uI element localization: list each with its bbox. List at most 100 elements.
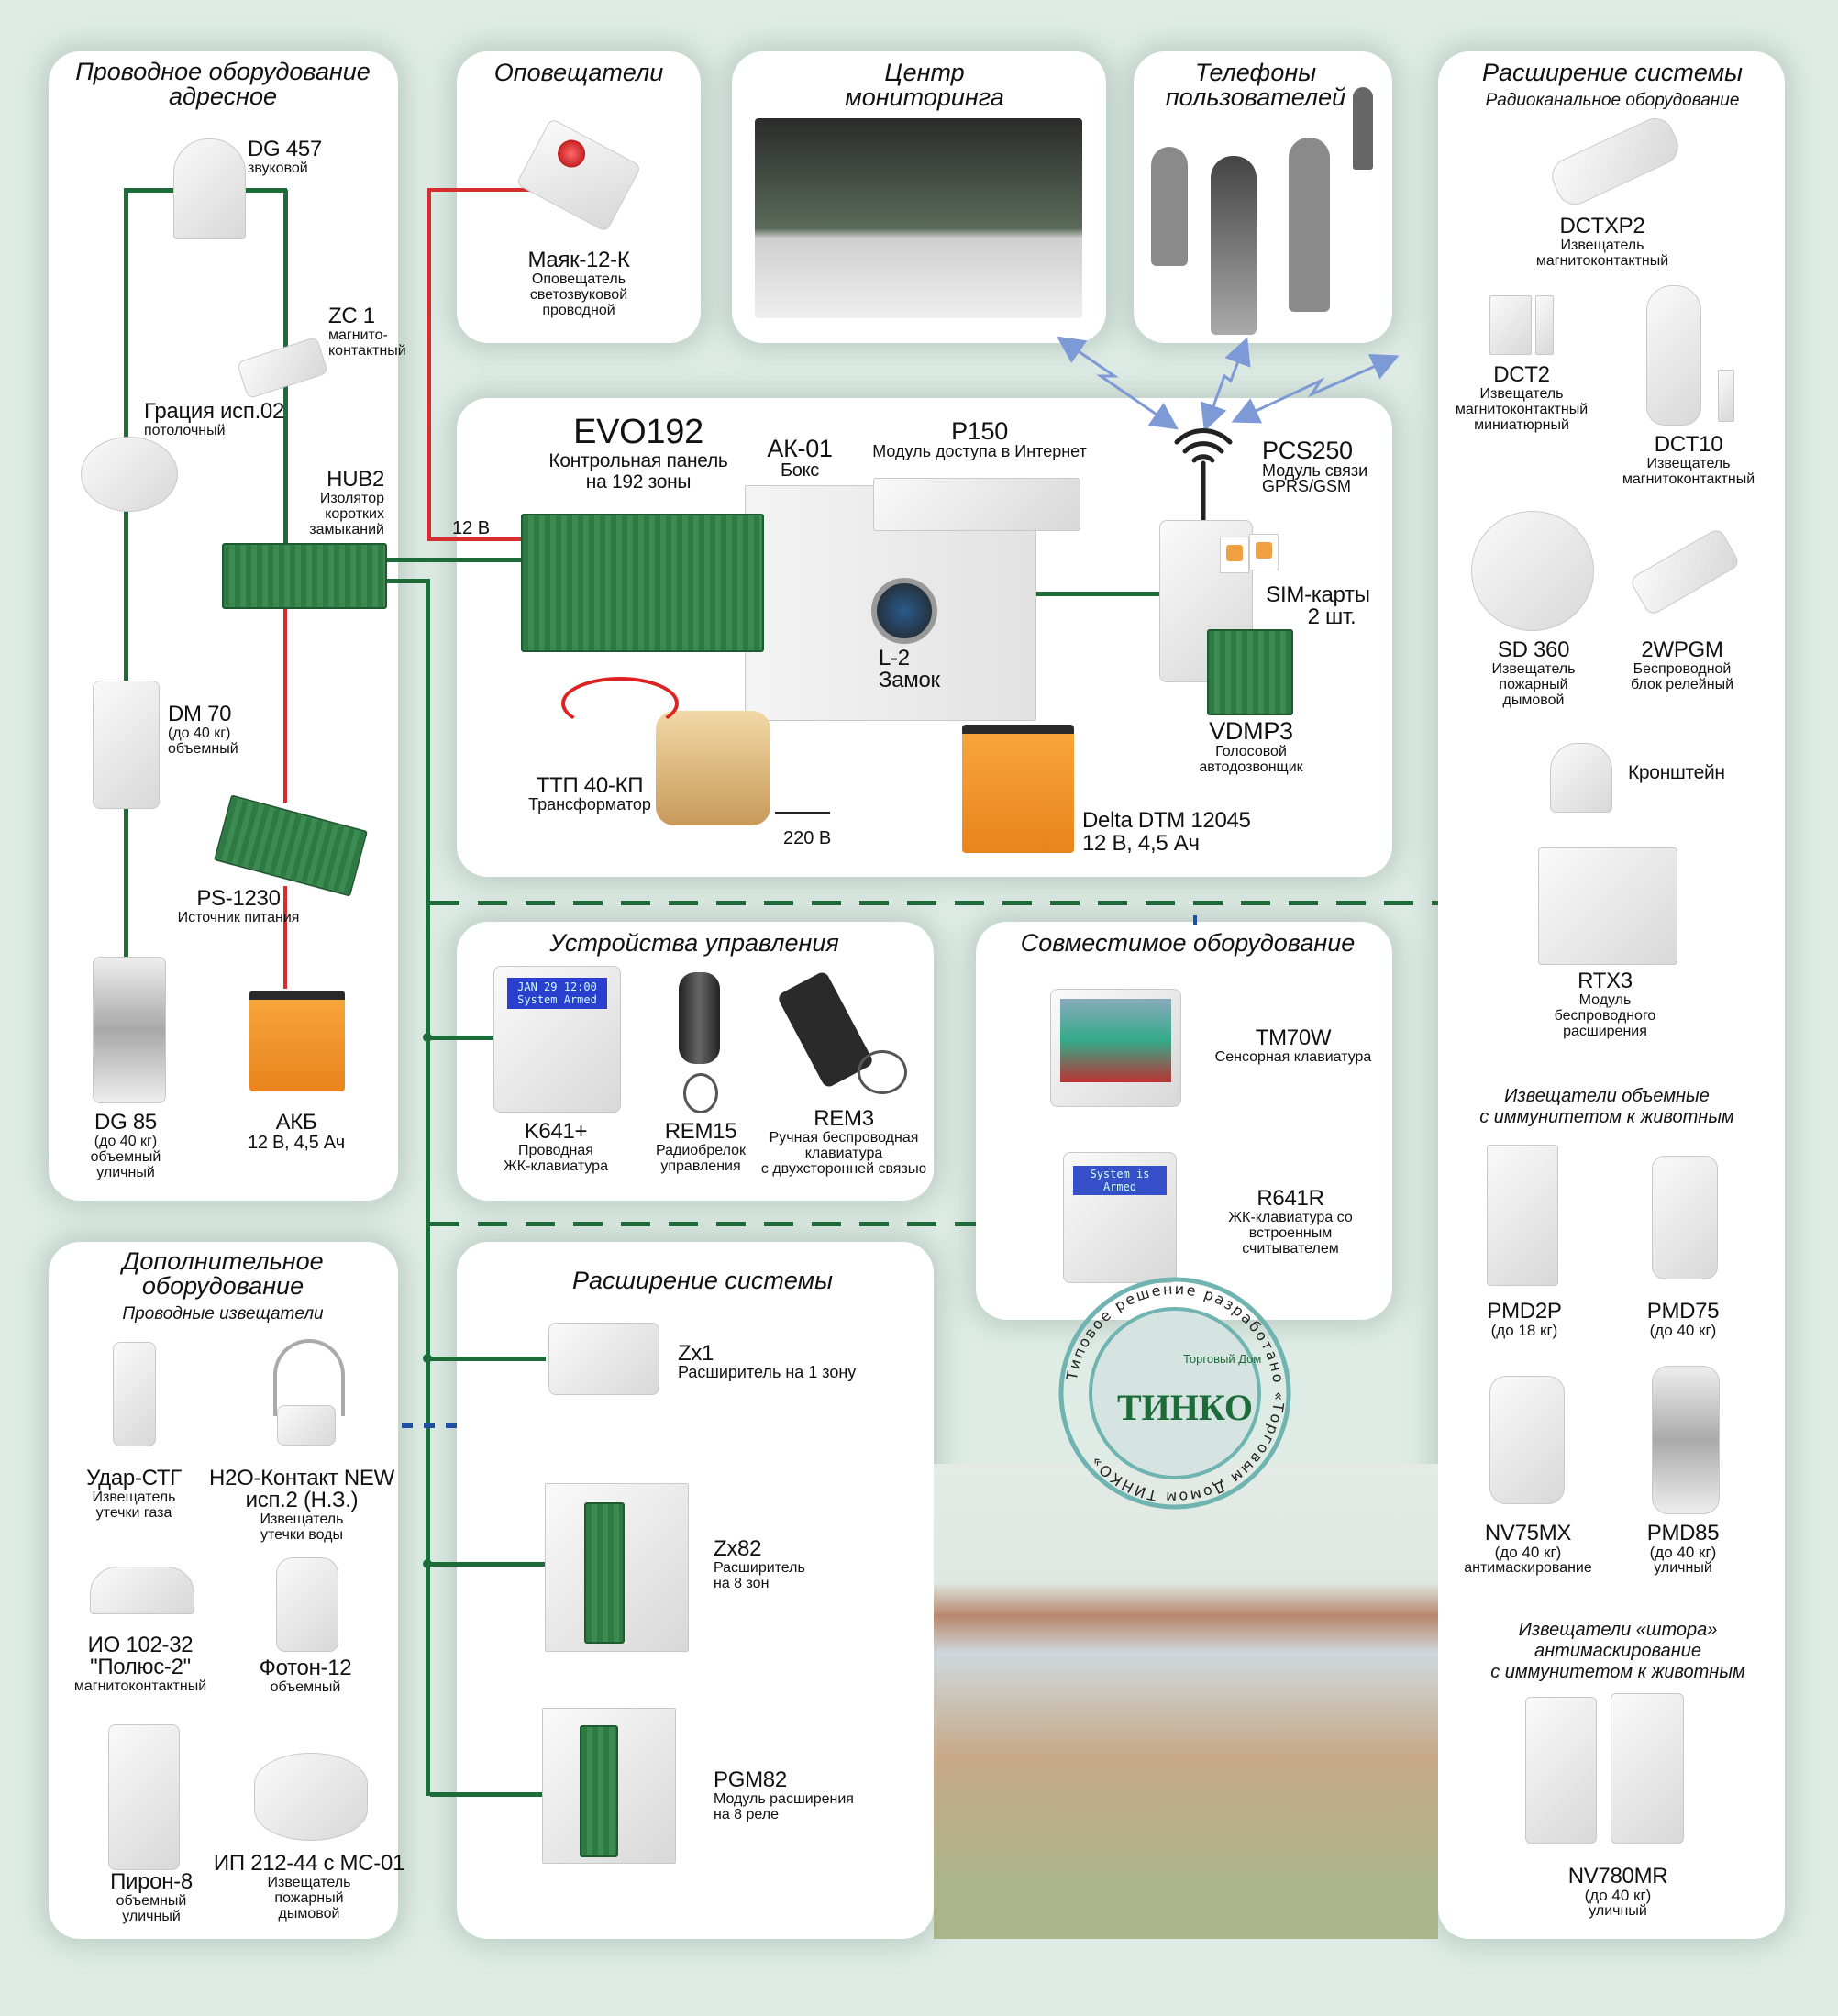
wire-siren-h — [427, 188, 546, 192]
pmd85-label: PMD85(до 40 кг)уличный — [1646, 1521, 1720, 1577]
wire-node — [423, 1354, 432, 1363]
antenna-icon — [1174, 428, 1233, 524]
wire-top-left — [124, 188, 174, 193]
foton12-image — [276, 1557, 338, 1652]
zx1-image — [548, 1323, 659, 1395]
dct2-magnet-image — [1535, 295, 1554, 355]
vdmp3-board-image — [1207, 629, 1293, 715]
sim-card-icon — [1249, 534, 1279, 570]
akb-battery-image — [249, 991, 345, 1091]
wire-pgm82 — [430, 1792, 546, 1797]
nv780mr-label: NV780MR(до 40 кг)уличный — [1567, 1864, 1668, 1920]
dct10-image — [1646, 285, 1701, 426]
nv780mr-bracket-image — [1611, 1693, 1684, 1844]
wire-box-to-pcs — [1035, 592, 1159, 596]
dct2-image — [1489, 295, 1532, 355]
delta-battery-image — [962, 725, 1074, 853]
bracket-label: Кронштейн — [1628, 762, 1725, 783]
sim-card-icon — [1220, 537, 1249, 573]
wire-node — [423, 1559, 432, 1568]
wire-zx1 — [430, 1357, 546, 1361]
rtx3-image — [1538, 847, 1677, 965]
wire-siren-v — [427, 188, 431, 540]
transformer-wires — [561, 677, 679, 730]
link-phones — [1201, 337, 1251, 432]
person-silhouette-icon — [1289, 138, 1330, 312]
dm70-image — [93, 681, 160, 809]
panel-compatible — [976, 922, 1392, 1320]
expansion-wired-title: Расширение системы — [572, 1267, 833, 1294]
mains-220v-label: 220 В — [783, 828, 832, 848]
wire-keypad — [430, 1036, 494, 1040]
rem15-fob-image — [679, 972, 720, 1064]
dm70-label: DM 70(до 40 кг)объемный — [168, 702, 238, 758]
wire-left-vertical — [124, 190, 128, 957]
dg457-image — [173, 138, 246, 239]
person-silhouette-icon — [1151, 147, 1188, 266]
wire-blue-marker — [1193, 915, 1197, 925]
io10232-image — [90, 1567, 194, 1614]
wire-zx82 — [430, 1562, 546, 1567]
nv780mr-image — [1525, 1697, 1597, 1844]
link-monitoring — [1057, 336, 1179, 430]
pmd75-label: PMD75(до 40 кг) — [1646, 1299, 1720, 1339]
panel-radio-expansion — [1438, 51, 1785, 1939]
dct10-magnet-image — [1718, 370, 1734, 422]
wire-node — [423, 1033, 432, 1042]
nv75mx-image — [1489, 1376, 1565, 1504]
tm70w-image — [1050, 989, 1181, 1107]
zx82-image — [545, 1483, 689, 1652]
pgm82-image — [542, 1708, 676, 1864]
control-title: Устройства управления — [549, 929, 839, 957]
stamp-brand: ТИНКО — [1117, 1387, 1253, 1428]
sd360-image — [1471, 511, 1594, 631]
tinko-stamp: Типовое решение разработано «Торговым До… — [1058, 1277, 1291, 1510]
lock-icon — [871, 578, 937, 644]
wired-title: Проводное оборудование адресное — [75, 58, 371, 110]
evo192-board-image — [521, 514, 764, 652]
wire-dashed-radio — [430, 901, 1438, 905]
person-silhouette-icon — [1211, 156, 1257, 335]
hub2-image — [222, 543, 387, 609]
v12-label: 12 В — [452, 518, 491, 538]
p150-module-image — [873, 478, 1080, 531]
pmd85-image — [1652, 1366, 1720, 1514]
monitoring-center-photo — [755, 118, 1082, 318]
keyring-icon — [683, 1073, 718, 1113]
